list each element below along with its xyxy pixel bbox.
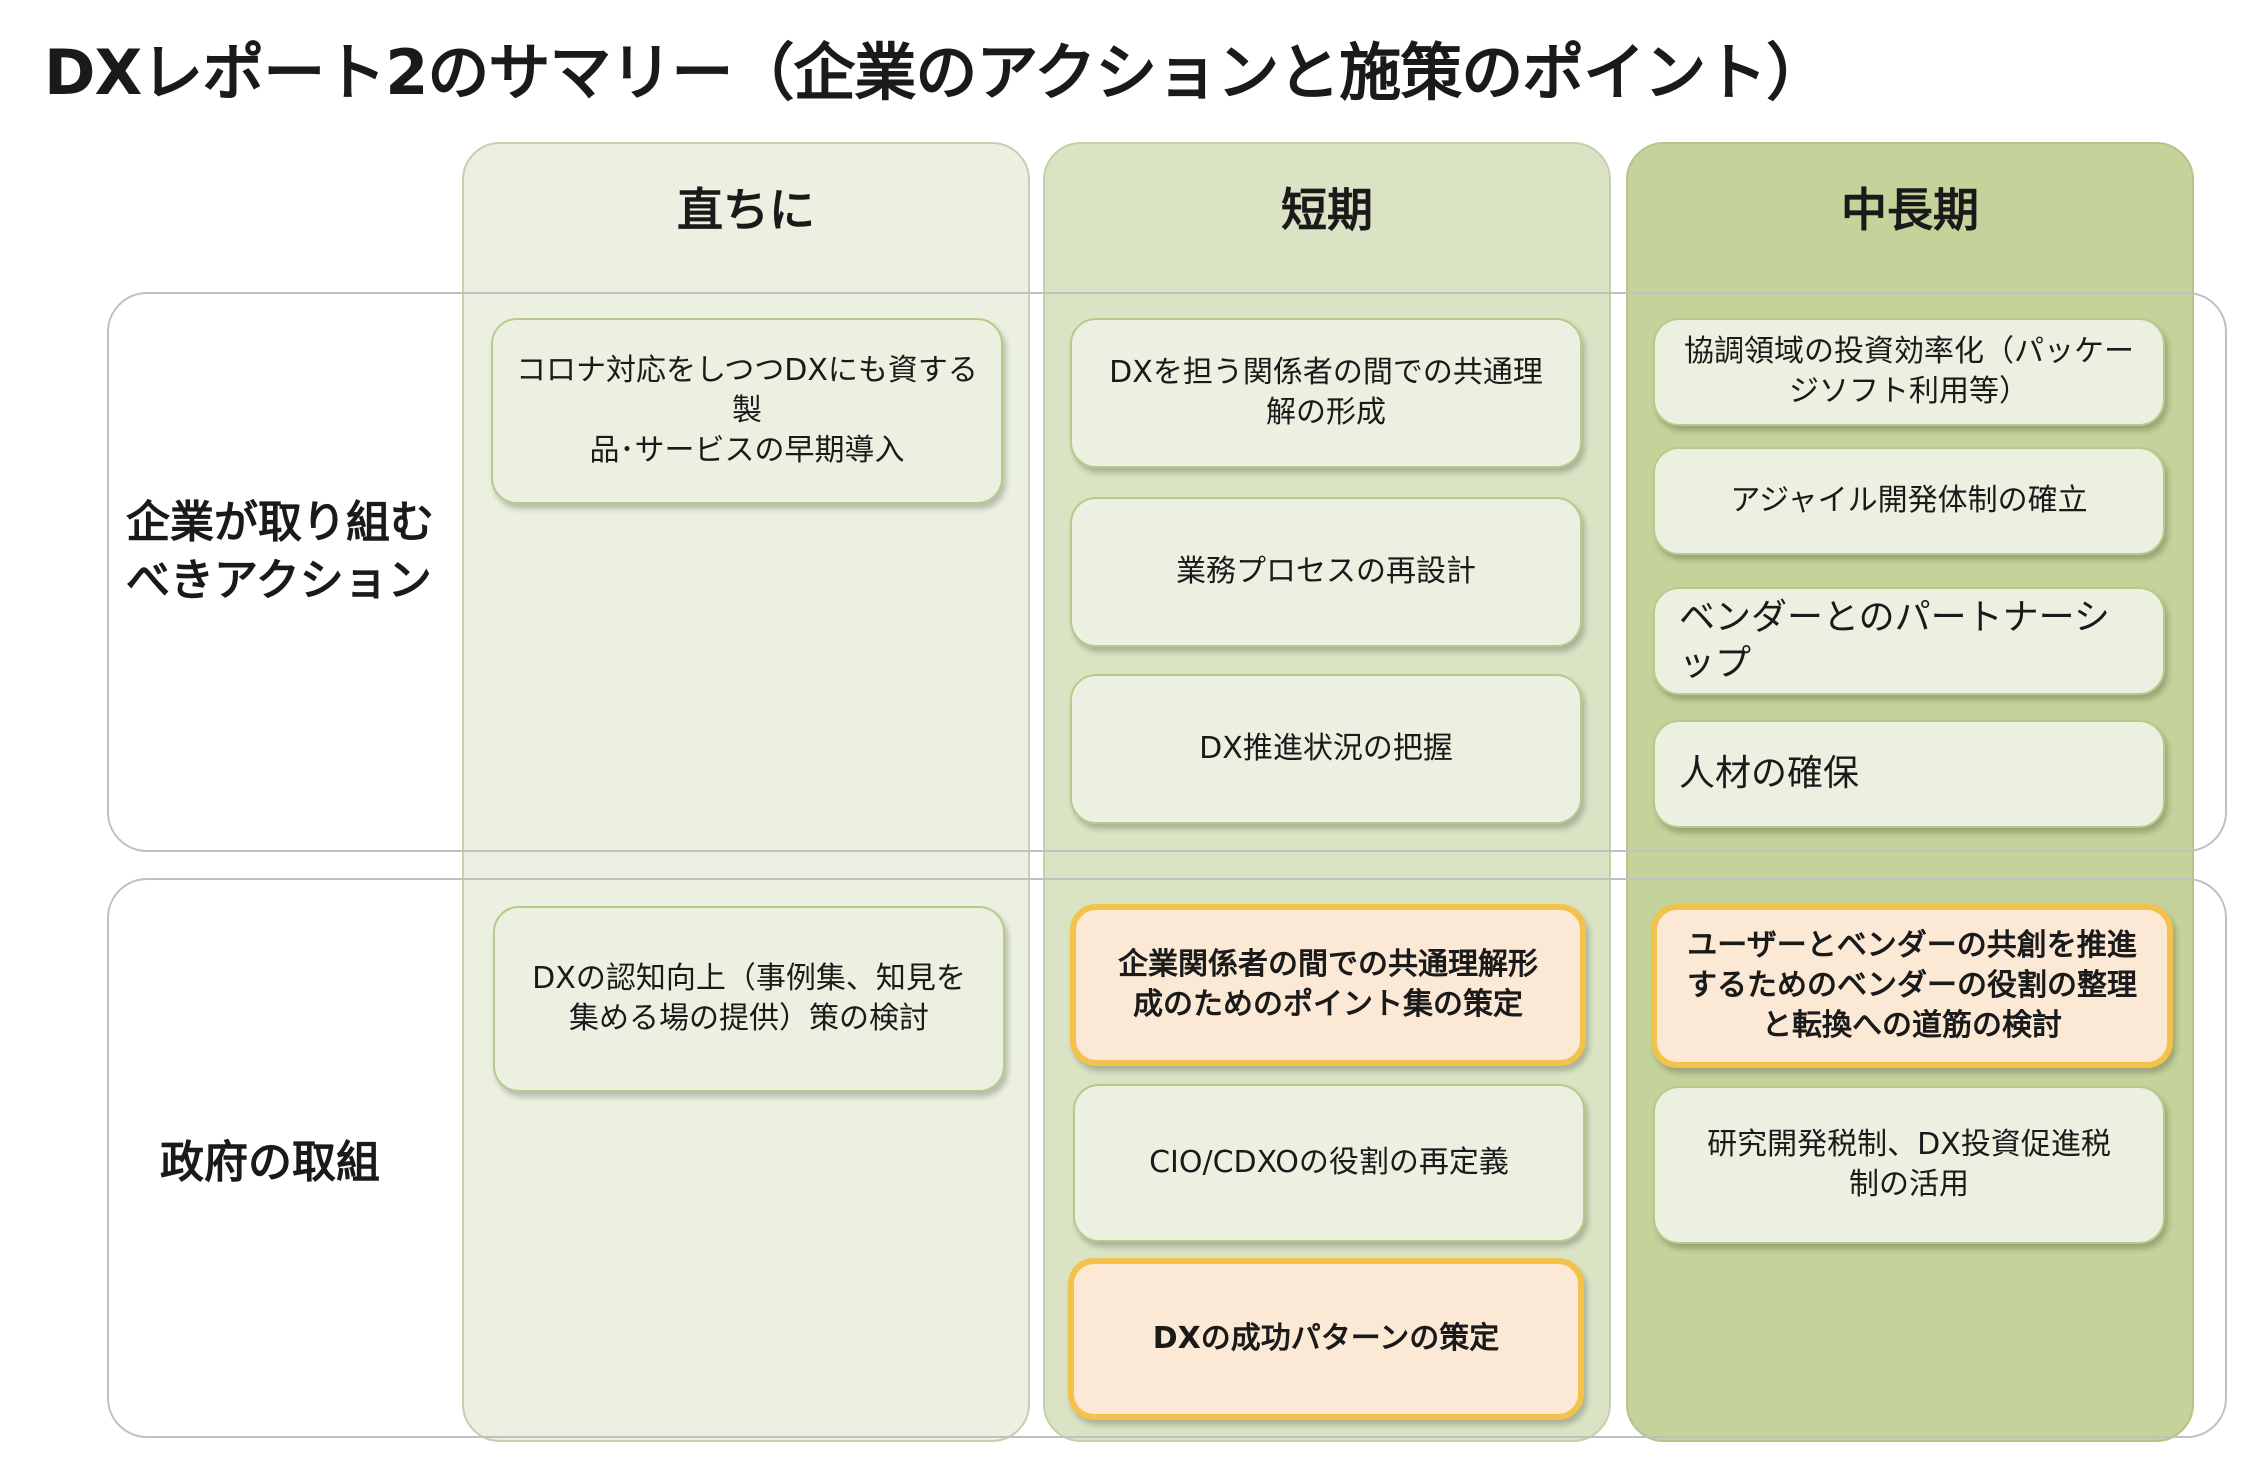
box-text-line: DX推進状況の把握 (1199, 731, 1453, 766)
box-text-line: ジソフト利用等） (1789, 374, 2029, 409)
box-text-line: 解の形成 (1266, 395, 1386, 430)
action-box-early-product-introduction: コロナ対応をしつつDXにも資する製 品･サービスの早期導入 (491, 318, 1003, 504)
box-text-line: 協調領域の投資効率化（パッケー (1684, 334, 2134, 369)
action-box-talent-acquisition: 人材の確保 (1653, 720, 2165, 828)
action-box-process-redesign: 業務プロセスの再設計 (1070, 497, 1582, 647)
column-header-short-term: 短期 (1281, 183, 1373, 237)
box-text-line: DXの認知向上（事例集、知見を (532, 961, 966, 996)
box-text-line: 研究開発税制、DX投資促進税 (1707, 1127, 2111, 1162)
action-box-point-collection: 企業関係者の間での共通理解形 成のためのポイント集の策定 (1070, 904, 1586, 1066)
box-text-line: アジャイル開発体制の確立 (1730, 483, 2088, 518)
box-text-line: コロナ対応をしつつDXにも資する製 (516, 353, 978, 428)
box-text-line: ベンダーとのパートナーシップ (1679, 597, 2110, 684)
row-label-company-actions: 企業が取り組む べきアクション (126, 494, 456, 610)
action-box-vendor-partnership: ベンダーとのパートナーシップ (1653, 587, 2165, 695)
action-box-tax-system: 研究開発税制、DX投資促進税 制の活用 (1653, 1086, 2165, 1244)
row-label-line: べきアクション (126, 555, 432, 606)
action-box-dx-status: DX推進状況の把握 (1070, 674, 1582, 824)
column-header-immediate: 直ちに (677, 183, 815, 237)
row-label-government: 政府の取組 (160, 1134, 490, 1192)
action-box-success-patterns: DXの成功パターンの策定 (1068, 1258, 1584, 1420)
box-text-line: 制の活用 (1849, 1167, 1969, 1202)
box-text-line: 人材の確保 (1679, 753, 1860, 794)
action-box-dx-awareness: DXの認知向上（事例集、知見を 集める場の提供）策の検討 (493, 906, 1005, 1092)
action-box-vendor-role: ユーザーとベンダーの共創を推進 するためのベンダーの役割の整理 と転換への道筋の… (1651, 904, 2173, 1068)
box-text-line: するためのベンダーの役割の整理 (1687, 968, 2137, 1003)
action-box-cooperative-investment: 協調領域の投資効率化（パッケー ジソフト利用等） (1653, 318, 2165, 426)
box-text-line: 集める場の提供）策の検討 (569, 1001, 929, 1036)
box-text-line: CIO/CDXOの役割の再定義 (1149, 1145, 1509, 1180)
box-text-line: DXの成功パターンの策定 (1152, 1321, 1500, 1356)
row-label-line: 政府の取組 (160, 1137, 380, 1188)
column-header-mid-long-term: 中長期 (1841, 183, 1979, 237)
box-text-line: 成のためのポイント集の策定 (1133, 987, 1523, 1022)
page-title: DXレポート2のサマリー（企業のアクションと施策のポイント） (44, 36, 1828, 109)
box-text-line: 企業関係者の間での共通理解形 (1118, 947, 1538, 982)
action-box-agile-development: アジャイル開発体制の確立 (1653, 447, 2165, 555)
action-box-shared-understanding: DXを担う関係者の間での共通理 解の形成 (1070, 318, 1582, 468)
row-label-line: 企業が取り組む (126, 497, 434, 548)
box-text-line: 業務プロセスの再設計 (1176, 554, 1476, 589)
action-box-cio-cdxo-role: CIO/CDXOの役割の再定義 (1073, 1084, 1585, 1242)
box-text-line: 品･サービスの早期導入 (589, 433, 905, 468)
box-text-line: と転換への道筋の検討 (1762, 1008, 2062, 1043)
box-text-line: ユーザーとベンダーの共創を推進 (1687, 928, 2137, 963)
box-text-line: DXを担う関係者の間での共通理 (1109, 355, 1543, 390)
